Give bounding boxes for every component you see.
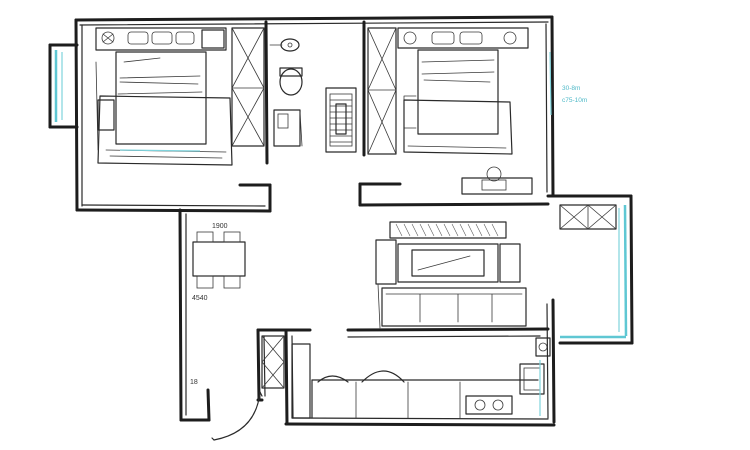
stair-shaft [325, 87, 357, 153]
entry-note: 18 [190, 379, 198, 386]
sink-icon [269, 38, 300, 52]
bedroom-2 [95, 27, 265, 166]
toilet-icon [279, 67, 303, 96]
dining-area [192, 231, 246, 289]
bathroom [269, 38, 303, 147]
dining-dimension-top: 1900 [212, 223, 228, 230]
entry [206, 328, 285, 441]
living-room [375, 221, 527, 329]
master-bedroom-note-2: c75-10m [562, 97, 587, 104]
master-bedroom [367, 27, 533, 195]
left-balcony [48, 43, 79, 129]
stove-icon [465, 395, 513, 415]
dining-dimension-bottom: 4540 [192, 295, 208, 302]
interior-walls [238, 20, 550, 338]
balcony-storage [559, 204, 617, 230]
master-bedroom-note-1: 30-8m [562, 85, 580, 92]
outer-walls [74, 15, 634, 427]
kitchen [291, 337, 551, 419]
right-balcony [549, 51, 628, 339]
door-swing-icon [211, 391, 263, 441]
